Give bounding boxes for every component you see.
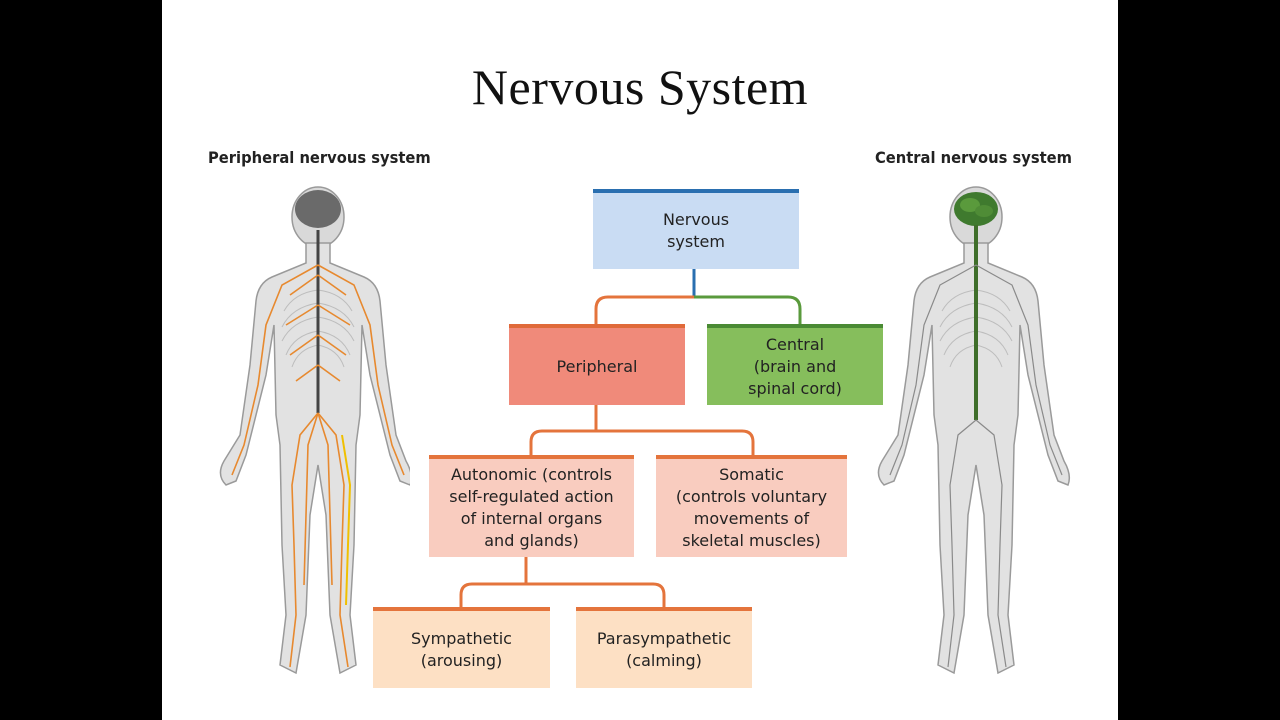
nerve-branches [889, 264, 1063, 668]
connector-to-sympathetic [459, 582, 473, 609]
central-body-figure [877, 186, 1071, 675]
slide-title: Nervous System [471, 59, 809, 115]
node-peripheral: Peripheral [509, 324, 685, 405]
connector-to-central [694, 295, 802, 326]
rib-lines [939, 289, 1013, 368]
connector-to-autonomic [529, 429, 543, 456]
central-nervous-system-label: Central nervous system [875, 148, 1072, 167]
peripheral-nerves [231, 264, 405, 668]
connector-to-peripheral [594, 295, 694, 326]
node-parasympathetic: Parasympathetic (calming) [576, 607, 752, 688]
body-silhouette [219, 186, 410, 675]
brain [954, 192, 998, 226]
node-autonomic: Autonomic (controls self-regulated actio… [429, 455, 634, 557]
node-nervous-system: Nervous system [593, 189, 799, 269]
body-silhouette [877, 186, 1071, 675]
peripheral-body-figure [219, 186, 410, 675]
peripheral-nervous-system-label: Peripheral nervous system [208, 148, 431, 167]
connector-to-parasympathetic [472, 582, 666, 609]
highlighted-nerves [341, 434, 352, 606]
diagram-connectors [459, 269, 802, 609]
slide: Nervous System Peripheral nervous system… [162, 0, 1118, 720]
node-sympathetic: Sympathetic (arousing) [373, 607, 550, 688]
node-somatic: Somatic (controls voluntary movements of… [656, 455, 847, 557]
rib-lines [281, 289, 355, 368]
connector-to-somatic [542, 429, 755, 456]
node-central: Central (brain and spinal cord) [707, 324, 883, 405]
